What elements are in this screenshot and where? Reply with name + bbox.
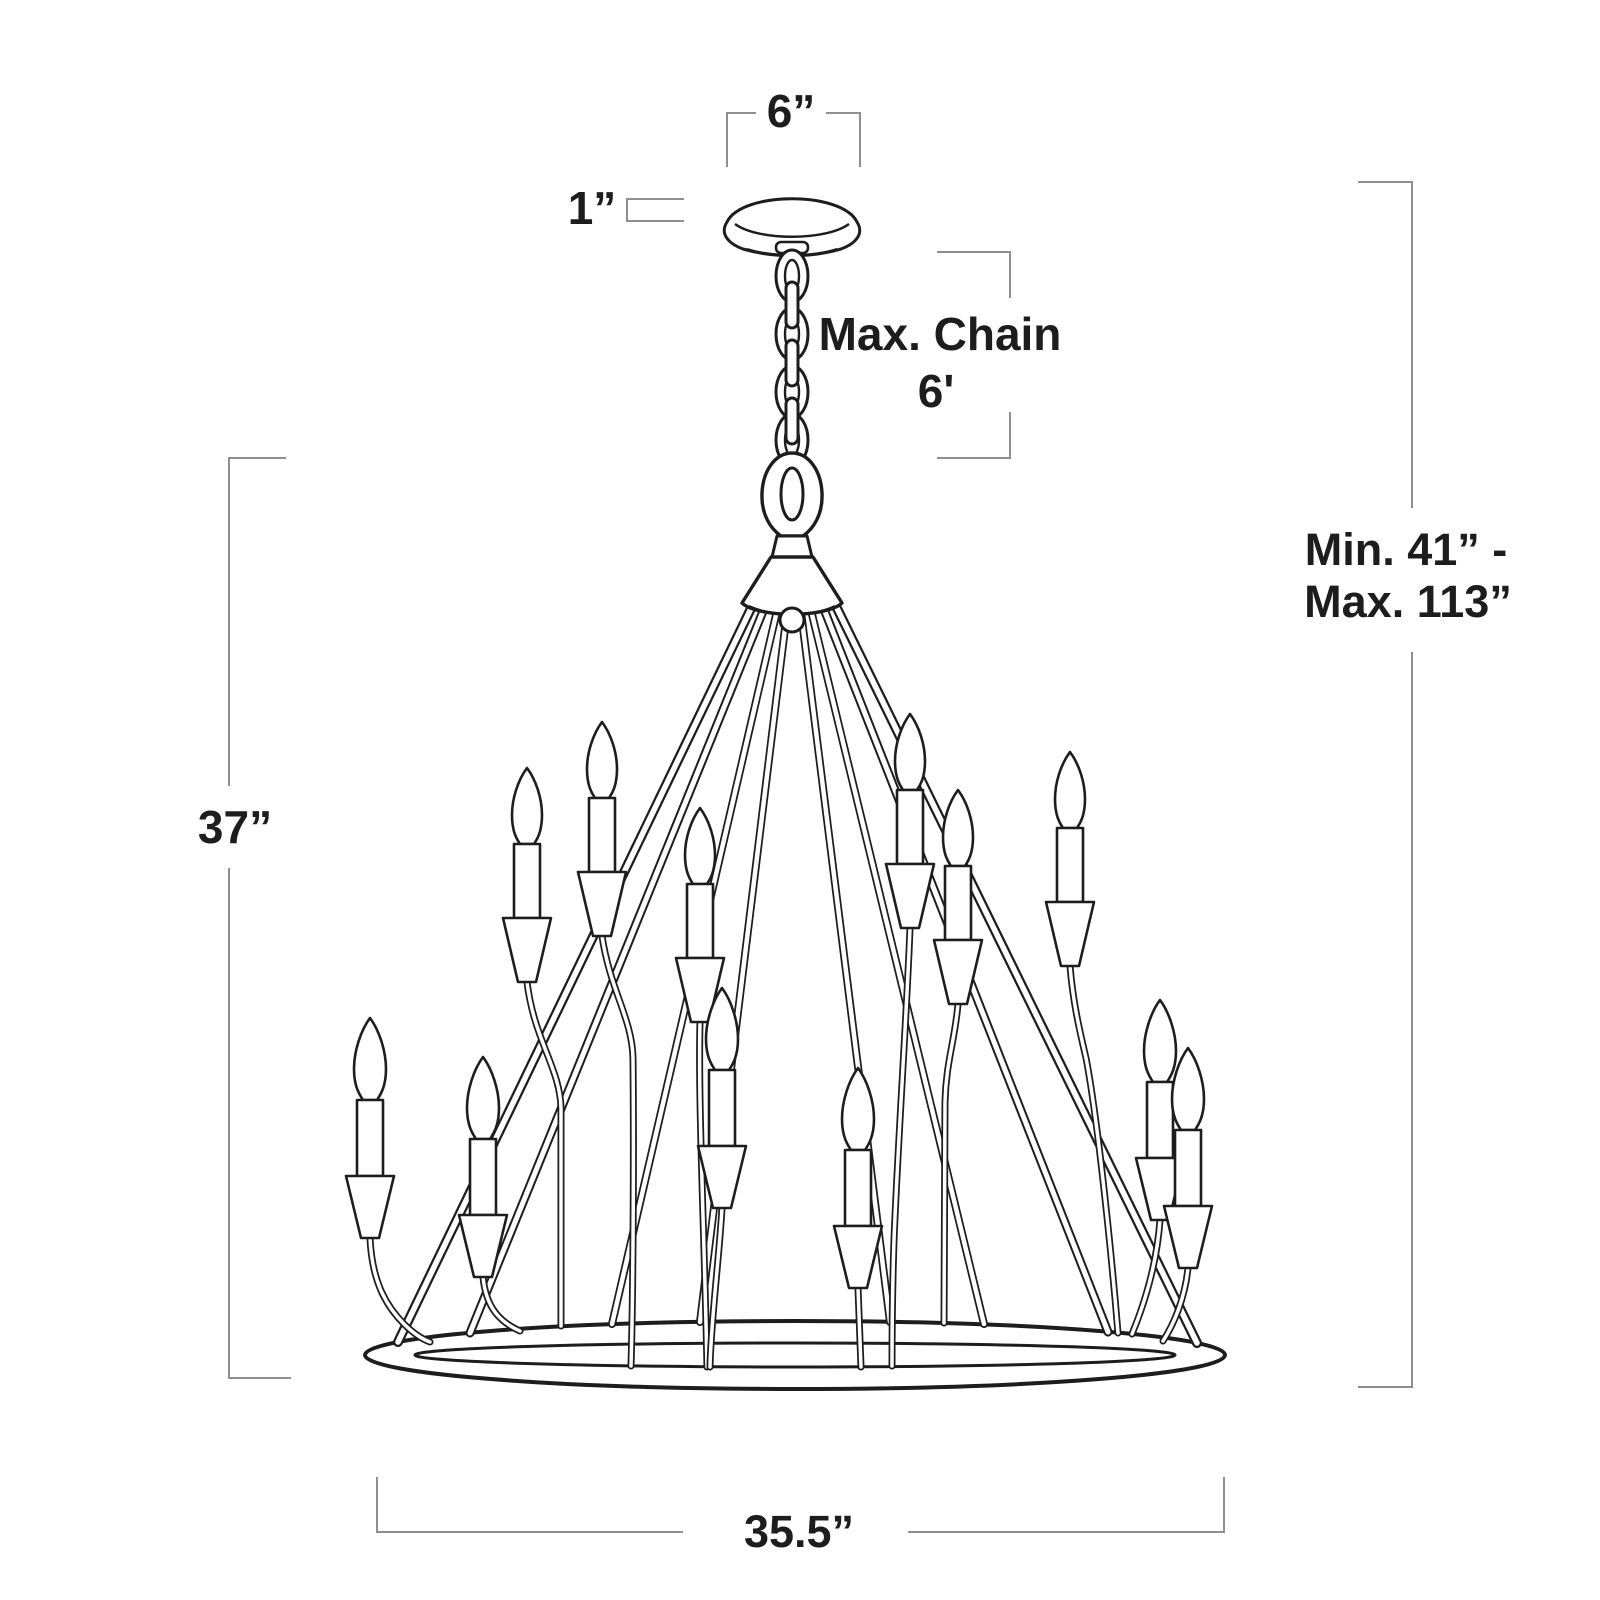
candle-sleeve bbox=[1055, 826, 1085, 904]
support-rod-core bbox=[797, 601, 893, 1325]
support-rod-core bbox=[395, 593, 760, 1345]
ring-inner-edge bbox=[413, 1341, 1177, 1369]
candle-holder bbox=[696, 1144, 748, 1210]
candle bbox=[1162, 1046, 1214, 1270]
candle bbox=[832, 1066, 884, 1290]
candle-holder bbox=[884, 862, 936, 930]
candle-sleeve bbox=[1145, 1080, 1175, 1160]
candle-holder bbox=[832, 1224, 884, 1290]
candle-arm-core bbox=[1161, 1266, 1190, 1343]
support-rod-core bbox=[467, 596, 771, 1336]
candle bbox=[501, 766, 553, 984]
candle-arm-core bbox=[890, 926, 912, 1368]
fixture-height-label: 37” bbox=[198, 801, 272, 853]
candle bbox=[674, 806, 726, 1024]
candle-bulb bbox=[1142, 998, 1178, 1084]
candle bbox=[344, 1016, 396, 1240]
hanging-loop-hole bbox=[779, 466, 805, 522]
dimension-line bbox=[228, 457, 291, 1379]
candle-arm-core bbox=[1130, 1218, 1162, 1336]
dimension-line bbox=[1358, 181, 1413, 1388]
chain-link-side bbox=[784, 396, 800, 446]
candle-bulb bbox=[352, 1016, 388, 1102]
candles bbox=[344, 712, 1214, 1290]
dimension-line bbox=[937, 251, 1011, 459]
candle-bulb bbox=[1170, 1046, 1206, 1132]
candle-sleeve bbox=[685, 882, 715, 960]
dimension-line bbox=[376, 1477, 1225, 1533]
canopy bbox=[722, 197, 862, 258]
candle-sleeve bbox=[468, 1137, 498, 1217]
candle-sleeve bbox=[707, 1068, 737, 1148]
candle-holder bbox=[501, 916, 553, 984]
candle-bulb bbox=[683, 806, 717, 886]
support-rod-core bbox=[828, 593, 1200, 1346]
center-ball bbox=[778, 606, 806, 634]
candle-arm-core bbox=[942, 1002, 960, 1325]
candle-arm-core bbox=[368, 1236, 432, 1344]
candle-arm-core bbox=[481, 1275, 522, 1333]
candle-sleeve bbox=[355, 1098, 385, 1178]
candle-sleeve bbox=[587, 796, 617, 874]
chain-link-side bbox=[784, 280, 800, 330]
candle-arm-core bbox=[600, 934, 636, 1368]
candle bbox=[932, 788, 984, 1006]
top-assembly bbox=[722, 197, 862, 634]
candle-arm-core bbox=[697, 1020, 709, 1369]
candle-holder bbox=[576, 870, 628, 938]
candle bbox=[884, 712, 936, 930]
support-rod-core bbox=[806, 599, 987, 1327]
canopy-width-label: 6” bbox=[767, 85, 816, 137]
candle-holder bbox=[344, 1174, 396, 1240]
candle-bulb bbox=[465, 1055, 501, 1141]
candle-bulb bbox=[840, 1066, 876, 1152]
chain-link-side bbox=[784, 338, 800, 388]
max-chain-label-line2: 6' bbox=[918, 365, 955, 417]
candle-holder bbox=[932, 938, 984, 1006]
candle-sleeve bbox=[943, 864, 973, 942]
candle-arm-core bbox=[856, 1286, 863, 1369]
cone-hub bbox=[740, 555, 844, 616]
bottom-ring bbox=[363, 1319, 1227, 1391]
dimension-line bbox=[626, 198, 684, 222]
candle-arm-core bbox=[525, 980, 563, 1328]
candle-sleeve bbox=[843, 1148, 873, 1228]
candle bbox=[1044, 750, 1096, 968]
candle-sleeve bbox=[895, 788, 925, 866]
ring-outer-edge bbox=[363, 1319, 1227, 1391]
candle-sleeve bbox=[1173, 1128, 1203, 1208]
candle bbox=[696, 986, 748, 1210]
candle-sleeve bbox=[512, 842, 542, 920]
candle-holder bbox=[457, 1213, 509, 1279]
candle bbox=[576, 720, 628, 938]
max-chain-label-line1: Max. Chain bbox=[819, 308, 1062, 360]
candle-bulb bbox=[510, 766, 544, 846]
candle-holder bbox=[1162, 1204, 1214, 1270]
loop-collar bbox=[770, 534, 814, 559]
dimension-line bbox=[726, 112, 861, 167]
ring-diameter-label: 35.5” bbox=[744, 1506, 854, 1557]
candle-bulb bbox=[585, 720, 619, 800]
candle-arm-core bbox=[708, 1206, 724, 1369]
chandelier-drawing bbox=[344, 197, 1227, 1391]
dimension-annotations: 6” 1” Max. Chain 6' Min. 41” - Max. 113”… bbox=[198, 85, 1512, 1557]
candle-holder bbox=[1044, 900, 1096, 968]
candle bbox=[457, 1055, 509, 1279]
canopy-height-label: 1” bbox=[568, 182, 617, 234]
candle-arms bbox=[366, 924, 1192, 1371]
candle-bulb bbox=[1053, 750, 1087, 830]
candle-arm-core bbox=[1068, 964, 1120, 1335]
candle bbox=[1134, 998, 1186, 1222]
chain bbox=[774, 248, 810, 468]
candle-bulb bbox=[941, 788, 975, 868]
overall-height-label-line2: Max. 113” bbox=[1304, 576, 1512, 627]
canopy-contour bbox=[734, 223, 850, 238]
overall-height-label-line1: Min. 41” - bbox=[1305, 524, 1508, 575]
